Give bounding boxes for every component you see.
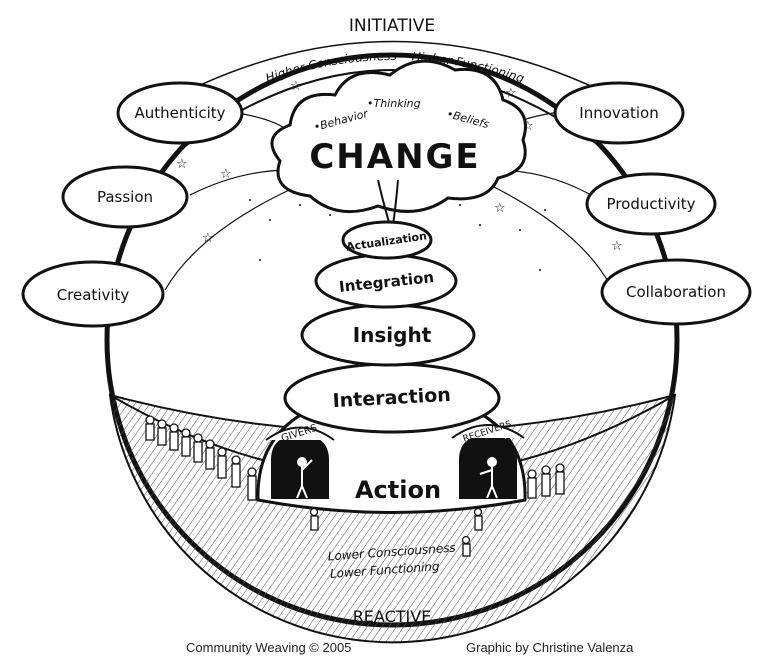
footer-credit-right: Graphic by Christine Valenza — [466, 640, 634, 655]
svg-text:☆: ☆ — [494, 201, 506, 216]
crowd-right — [527, 463, 565, 499]
spiral-tiers — [283, 220, 501, 434]
level-action: Action — [355, 476, 441, 504]
oval-productivity-label: Productivity — [607, 195, 696, 213]
oval-passion: Passion — [61, 165, 189, 229]
oval-collaboration-label: Collaboration — [626, 283, 726, 301]
svg-text:☆: ☆ — [611, 239, 623, 254]
givers-door: GIVERS — [265, 423, 335, 499]
crowd-left — [145, 415, 257, 501]
svg-text:☆: ☆ — [176, 157, 188, 172]
cloud-title: CHANGE — [309, 137, 480, 177]
sparkle-dots — [249, 199, 546, 271]
oval-passion-label: Passion — [97, 188, 153, 206]
change-cloud: •Behavior •Thinking •Beliefs CHANGE — [270, 59, 527, 233]
oval-innovation: Innovation — [553, 81, 685, 145]
oval-creativity: Creativity — [21, 260, 165, 328]
oval-collaboration: Collaboration — [600, 258, 752, 326]
oval-innovation-label: Innovation — [579, 104, 658, 122]
initiative-label: INITIATIVE — [349, 16, 435, 36]
oval-productivity: Productivity — [585, 172, 717, 236]
svg-text:☆: ☆ — [522, 119, 534, 134]
svg-text:☆: ☆ — [220, 167, 232, 182]
footer-credit-left: Community Weaving © 2005 — [186, 640, 352, 655]
reactive-label: REACTIVE — [353, 607, 432, 626]
star-icons: ☆ ☆ ☆ ☆ ☆ ☆ ☆ ☆ — [176, 79, 623, 254]
receivers-door: RECEIVERS — [451, 419, 525, 499]
level-insight: Insight — [353, 323, 432, 347]
cloud-thinking: •Thinking — [367, 97, 421, 110]
svg-text:☆: ☆ — [290, 79, 302, 94]
upper-arc-outer — [154, 40, 636, 109]
oval-authenticity-label: Authenticity — [134, 104, 225, 122]
svg-text:☆: ☆ — [202, 231, 214, 246]
svg-text:☆: ☆ — [505, 86, 517, 101]
pit-people — [309, 507, 483, 557]
oval-creativity-label: Creativity — [57, 286, 130, 304]
oval-authenticity: Authenticity — [116, 81, 244, 145]
